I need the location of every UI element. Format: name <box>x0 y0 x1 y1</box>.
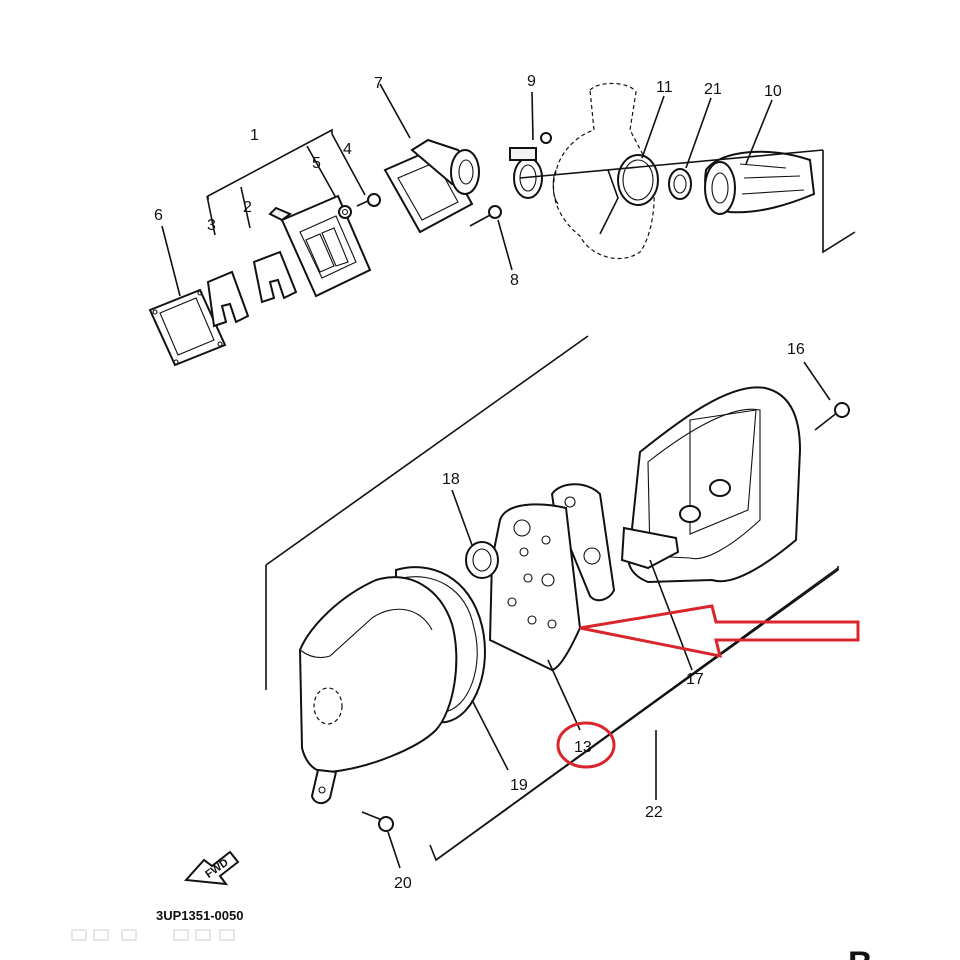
reference-code: 3UP1351-0050 <box>156 908 243 923</box>
label-20: 20 <box>394 875 412 892</box>
label-3: 3 <box>207 217 216 234</box>
clamp-part-9 <box>509 91 552 199</box>
label-13: 13 <box>574 739 592 756</box>
corner-letter: B <box>848 945 873 960</box>
assembly-boundary-part-22 <box>265 149 856 862</box>
label-7: 7 <box>374 75 383 92</box>
element-plate-part-13 <box>488 503 582 731</box>
highlight-circle <box>556 721 616 769</box>
bolt-part-4 <box>356 193 381 207</box>
faded-stamp <box>71 929 235 941</box>
screw-part-16 <box>803 361 850 431</box>
intake-joint-part-10 <box>704 99 816 215</box>
highlight-arrow <box>579 604 860 658</box>
label-10: 10 <box>764 83 782 100</box>
bolt-part-20 <box>361 811 401 869</box>
air-box-back <box>627 386 802 584</box>
label-6: 6 <box>154 207 163 224</box>
manifold-part-7 <box>379 83 480 234</box>
gasket-part-6 <box>148 225 227 367</box>
washer-part-18 <box>451 489 499 579</box>
reed-part-3 <box>206 270 250 328</box>
label-17: 17 <box>686 671 704 688</box>
label-11: 11 <box>656 79 673 96</box>
label-5: 5 <box>312 155 321 172</box>
label-21: 21 <box>704 81 722 98</box>
part-labels: 1 2 3 4 5 6 7 8 9 10 11 13 16 17 18 19 2… <box>154 73 805 892</box>
label-4: 4 <box>343 141 352 158</box>
reed-valve-part-1 <box>268 194 372 298</box>
fwd-arrow-icon <box>183 850 240 886</box>
bolt-part-8 <box>469 205 513 271</box>
label-9: 9 <box>527 73 536 90</box>
label-22: 22 <box>645 804 663 821</box>
nut-part-5 <box>338 205 352 219</box>
label-18: 18 <box>442 471 460 488</box>
label-1: 1 <box>250 127 259 144</box>
reed-part-2 <box>252 250 298 304</box>
label-16: 16 <box>787 341 805 358</box>
ring-part-21 <box>668 97 712 200</box>
label-8: 8 <box>510 272 519 289</box>
air-box-cover <box>298 576 458 804</box>
bracket-lines <box>206 128 366 236</box>
housing-outline <box>552 82 655 260</box>
label-19: 19 <box>510 777 528 794</box>
clip-part-17 <box>620 526 693 671</box>
label-2: 2 <box>243 199 252 216</box>
